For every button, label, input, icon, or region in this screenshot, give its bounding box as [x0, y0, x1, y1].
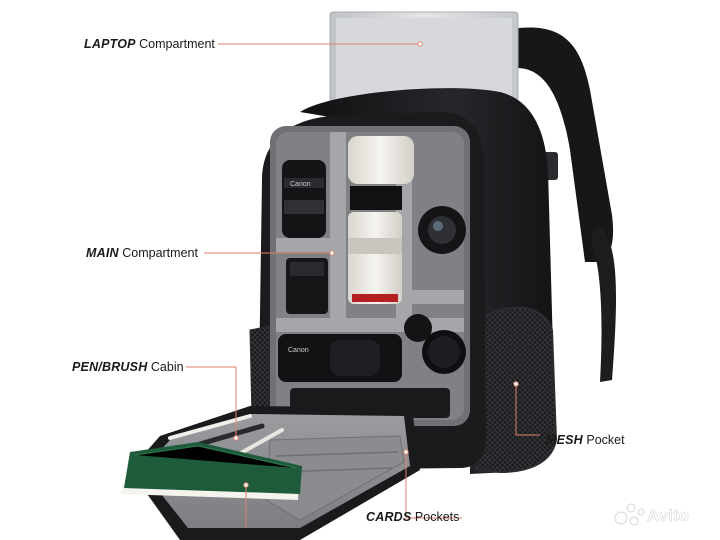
callout-cards-pockets: CARDS Pockets	[366, 510, 460, 524]
callout-mesh-pocket: MESH Pocket	[546, 433, 625, 447]
flash-unit	[286, 258, 328, 314]
callout-pen-brush-cabin: PEN/BRUSH Cabin	[72, 360, 184, 374]
callout-laptop-compartment: LAPTOP Compartment	[84, 37, 215, 51]
camera-body: Canon	[278, 334, 402, 382]
green-notebook	[120, 442, 302, 500]
callout-main-compartment: MAIN Compartment	[86, 246, 198, 260]
avito-watermark: Avito	[614, 503, 689, 526]
black-lens-left: Canon	[282, 160, 326, 238]
watermark-text: Avito	[647, 506, 689, 525]
lens-brand-text: Canon	[290, 181, 311, 188]
front-flap	[120, 406, 420, 540]
lens-caps	[404, 314, 466, 374]
shoulder-strap	[505, 27, 614, 262]
white-telephoto-lens	[348, 136, 414, 304]
shoulder-strap-lower	[590, 225, 617, 382]
mesh-left-pocket	[249, 325, 273, 421]
callout-leaders	[186, 41, 540, 528]
camera-brand-text: Canon	[288, 347, 309, 354]
lens-right	[418, 206, 466, 254]
